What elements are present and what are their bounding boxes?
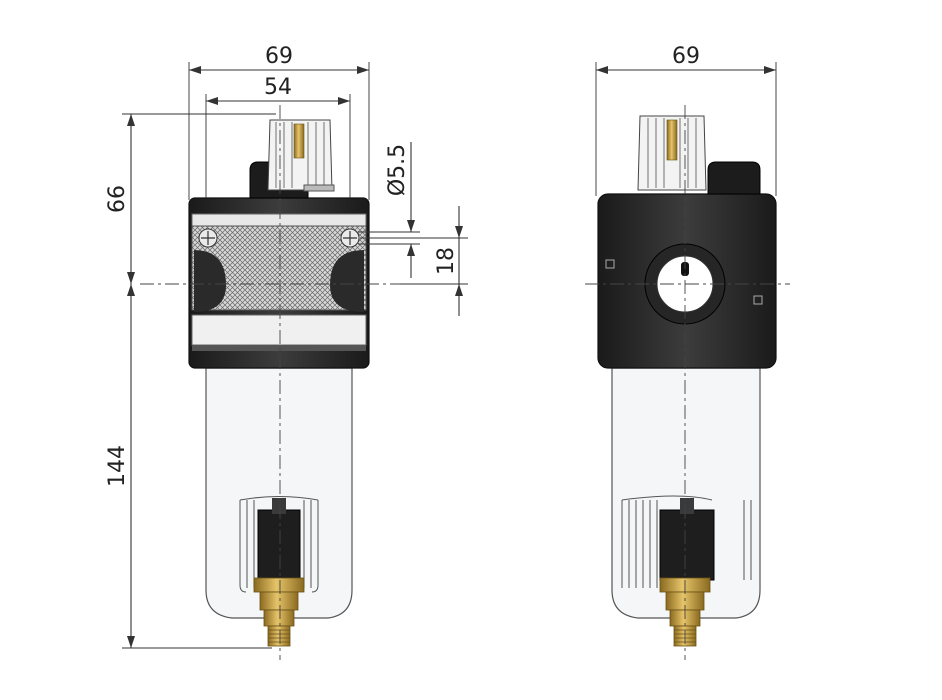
side-float-cap xyxy=(680,498,694,514)
side-marker-left xyxy=(605,259,615,269)
dim-front-overall-width xyxy=(188,62,370,200)
dim-side-overall-width-label: 69 xyxy=(672,44,700,69)
side-drip-adjust-cap xyxy=(637,115,707,191)
side-marker-right xyxy=(753,295,763,305)
side-bowl-ribs xyxy=(621,495,752,588)
front-float-cap xyxy=(272,498,286,514)
dim-front-bottom-height xyxy=(122,284,272,649)
dim-front-top-height xyxy=(122,113,276,284)
front-drip-adjust-cap xyxy=(267,119,335,192)
side-fill-plug xyxy=(707,161,761,195)
side-bowl xyxy=(611,367,761,619)
front-float xyxy=(257,509,301,581)
front-label-strip-bottom xyxy=(191,314,367,346)
dim-front-hole-diameter xyxy=(358,142,420,278)
side-float xyxy=(659,509,715,581)
dim-front-inner-width xyxy=(205,94,351,198)
dim-front-top-height-label: 66 xyxy=(105,185,130,213)
front-bowl xyxy=(205,367,353,619)
front-mount-screw-left xyxy=(198,228,218,248)
dim-front-bottom-height-label: 144 xyxy=(105,445,130,487)
front-drain-valve xyxy=(253,577,305,647)
dim-front-inner-width-label: 54 xyxy=(264,75,292,100)
front-bowl-ribs xyxy=(239,496,319,593)
front-body-rim xyxy=(192,345,366,351)
front-right-port xyxy=(330,250,364,312)
dim-front-hole-spacing-label: 18 xyxy=(434,247,459,275)
dim-front-hole-spacing xyxy=(360,206,468,316)
front-left-port xyxy=(194,250,226,312)
front-label-strip-top xyxy=(191,213,367,227)
dim-front-hole-diameter-label: Ø5.5 xyxy=(385,144,410,196)
front-view: 69 54 66 144 xyxy=(105,44,468,660)
dim-side-overall-width xyxy=(595,62,777,196)
side-view: 69 xyxy=(585,44,790,660)
dim-front-overall-width-label: 69 xyxy=(265,44,293,69)
front-mount-screw-right xyxy=(340,228,360,248)
